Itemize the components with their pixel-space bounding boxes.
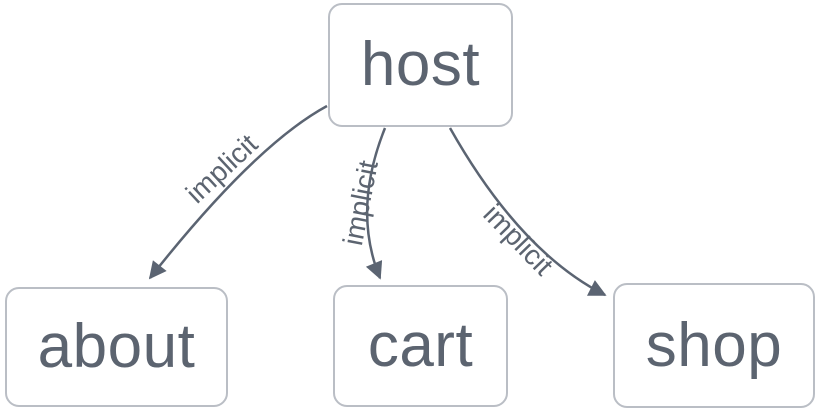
edge-host-shop bbox=[448, 127, 607, 297]
node-cart-label: cart bbox=[367, 311, 474, 380]
node-about: about bbox=[5, 287, 228, 407]
node-shop: shop bbox=[613, 283, 815, 408]
edge-host-about bbox=[148, 104, 328, 280]
node-about-label: about bbox=[37, 312, 196, 381]
edge-host-cart bbox=[365, 127, 387, 280]
node-shop-label: shop bbox=[645, 310, 783, 380]
node-host: host bbox=[328, 3, 513, 127]
node-host-label: host bbox=[360, 30, 481, 99]
node-cart: cart bbox=[333, 285, 508, 407]
